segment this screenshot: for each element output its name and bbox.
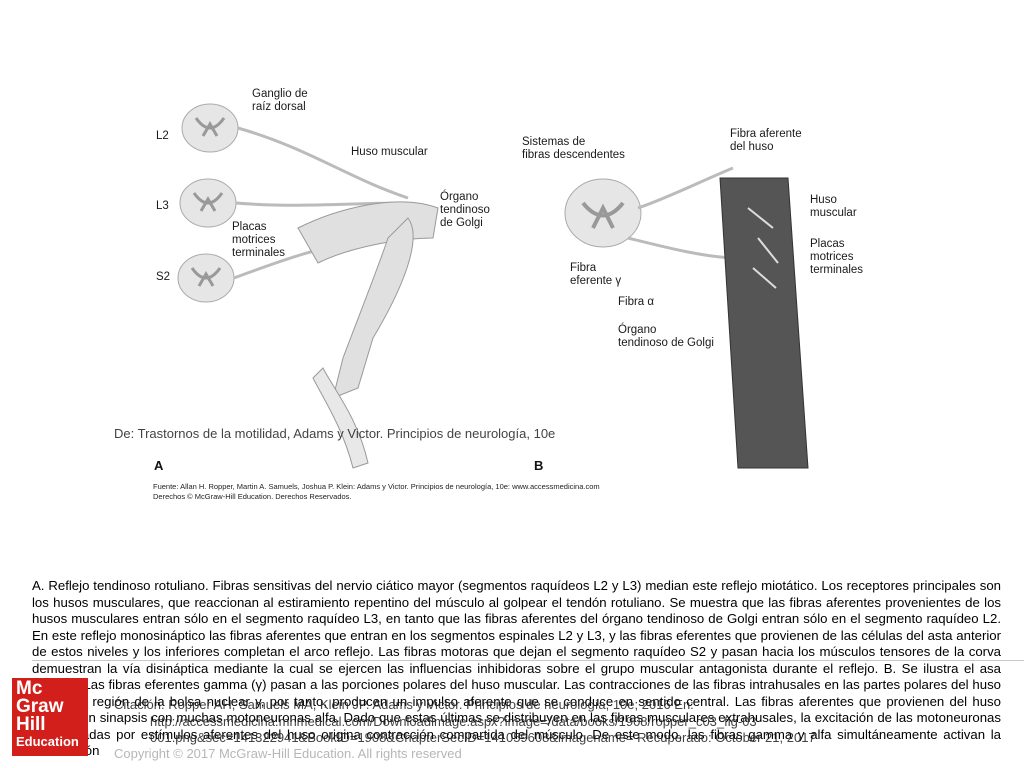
spinal-segment-s2 xyxy=(177,253,235,303)
footer-divider xyxy=(32,660,1024,661)
label-segment-s2: S2 xyxy=(156,271,171,283)
efferent-fiber xyxy=(627,236,739,260)
logo-line-4: Education xyxy=(16,734,79,749)
label-motor-plates-b: Placas motrices terminales xyxy=(810,238,864,276)
overlay-copyright: Copyright © 2017 McGraw-Hill Education. … xyxy=(114,746,462,761)
panel-letter-b: B xyxy=(534,458,544,473)
logo-line-3: Hill xyxy=(16,714,46,735)
label-gamma-fiber: Fibra eferente γ xyxy=(570,262,622,287)
label-spindle-b: Huso muscular xyxy=(810,194,857,219)
spinal-cord-section xyxy=(564,178,642,248)
label-segment-l3: L3 xyxy=(156,200,169,212)
label-descending: Sistemas de fibras descendentes xyxy=(522,136,625,161)
gray-matter xyxy=(581,201,625,229)
label-afferent: Fibra aferente del huso xyxy=(730,128,802,153)
overlay-from: De: Trastornos de la motilidad, Adams y … xyxy=(114,426,556,441)
spinal-segment-l3 xyxy=(179,178,237,228)
mcgraw-hill-logo: Mc Graw Hill Education xyxy=(12,678,88,756)
overlay-url[interactable]: http://accessmedicina.mhmedical.com/Down… xyxy=(150,714,757,729)
anatomy-figure: Ganglio de raíz dorsal L2 L3 S2 Huso mus… xyxy=(148,88,870,501)
thigh xyxy=(297,201,439,264)
label-alpha-fiber: Fibra α xyxy=(618,296,655,308)
figure-rights: Derechos © McGraw-Hill Education. Derech… xyxy=(153,492,352,501)
muscle-body xyxy=(719,177,809,469)
spinal-segment-l2 xyxy=(181,103,239,153)
label-segment-l2: L2 xyxy=(156,130,169,142)
overlay-citation: Citación: Ropper AH, Samuels MA, Klein J… xyxy=(114,697,694,712)
reflex-illustration xyxy=(177,103,809,469)
foot xyxy=(312,367,369,469)
logo-line-2: Graw xyxy=(16,696,64,717)
label-motor-plates-a: Placas motrices terminales xyxy=(232,221,286,259)
label-golgi-b: Órgano tendinoso de Golgi xyxy=(618,324,714,349)
figure-source: Fuente: Allan H. Ropper, Martin A. Samue… xyxy=(153,482,600,491)
spindle-fibers xyxy=(747,207,779,289)
label-spindle-a: Huso muscular xyxy=(351,146,428,158)
label-ganglion: Ganglio de raíz dorsal xyxy=(252,88,308,113)
afferent-fiber xyxy=(637,166,734,210)
overlay-url-cont[interactable]: 001.png&sec=141322941&BookID=1908&Chapte… xyxy=(150,730,816,745)
nerve-l2 xyxy=(237,126,409,200)
panel-letter-a: A xyxy=(154,458,164,473)
logo-line-1: Mc xyxy=(16,678,43,699)
label-golgi-a: Órgano tendinoso de Golgi xyxy=(440,191,490,229)
